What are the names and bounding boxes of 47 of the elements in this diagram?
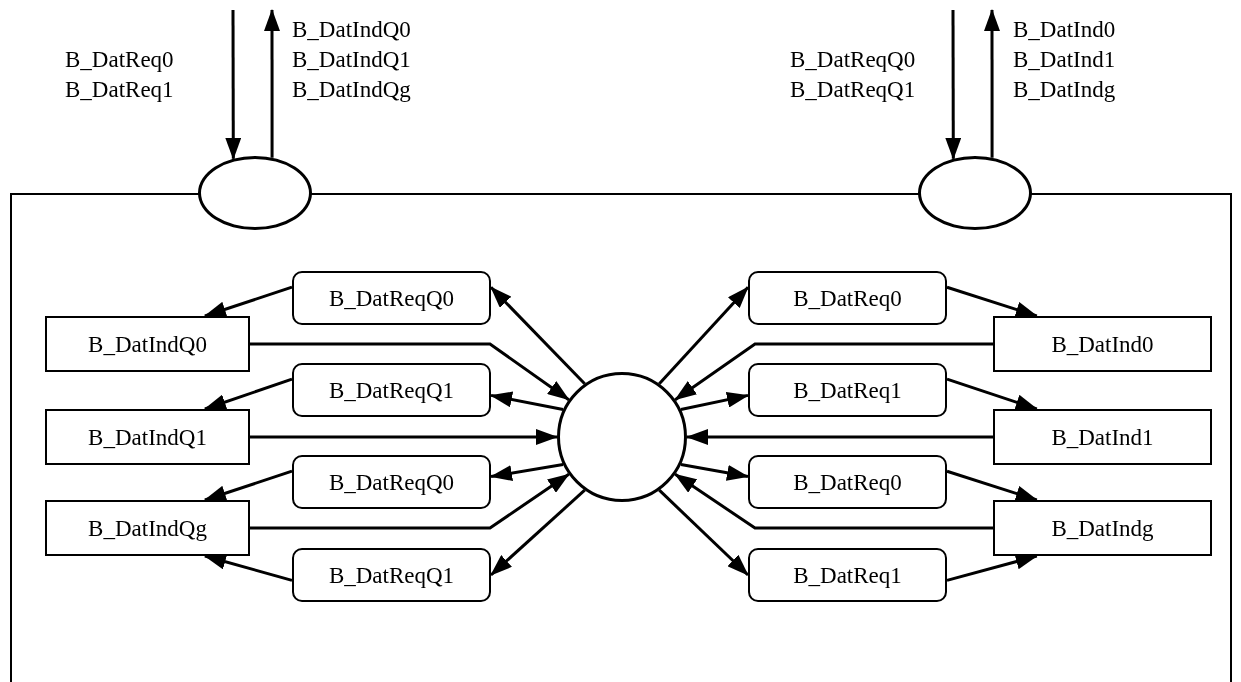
indication-box: B_DatIndQ1 bbox=[45, 409, 250, 465]
request-box: B_DatReq0 bbox=[748, 455, 947, 509]
indication-box: B_DatIndQ0 bbox=[45, 316, 250, 372]
indication-box: B_DatInd0 bbox=[993, 316, 1212, 372]
arrow bbox=[680, 463, 749, 481]
arrow bbox=[680, 391, 749, 411]
signal-name: B_DatInd1 bbox=[1013, 48, 1116, 71]
arrow bbox=[658, 489, 750, 577]
request-box: B_DatReq1 bbox=[748, 548, 947, 602]
request-box: B_DatReq1 bbox=[748, 363, 947, 417]
request-box: B_DatReqQ1 bbox=[292, 548, 491, 602]
arrow bbox=[264, 9, 280, 158]
arrow bbox=[203, 285, 293, 318]
signal-name: B_DatIndQ1 bbox=[292, 48, 411, 71]
system-boundary-box bbox=[10, 193, 1232, 682]
arrow bbox=[490, 391, 564, 411]
arrow bbox=[490, 489, 586, 577]
signal-name: B_DatReqQ0 bbox=[790, 48, 916, 71]
signal-name: B_DatReq1 bbox=[65, 78, 174, 101]
arrow bbox=[686, 429, 993, 445]
arrow bbox=[674, 342, 993, 401]
arrow bbox=[203, 469, 293, 502]
request-box: B_DatReq0 bbox=[748, 271, 947, 325]
signal-name: B_DatReq0 bbox=[65, 48, 174, 71]
indication-box: B_DatIndQg bbox=[45, 500, 250, 556]
indication-box: B_DatIndg bbox=[993, 500, 1212, 556]
arrow bbox=[984, 9, 1000, 158]
arrow bbox=[489, 286, 586, 385]
signal-name: B_DatReqQ1 bbox=[790, 78, 916, 101]
arrow bbox=[203, 377, 293, 411]
signal-name: B_DatIndQ0 bbox=[292, 18, 411, 41]
indication-box: B_DatInd1 bbox=[993, 409, 1212, 465]
arrow bbox=[250, 429, 558, 445]
arrow bbox=[490, 463, 564, 481]
signal-name: B_DatInd0 bbox=[1013, 18, 1116, 41]
signal-name: B_DatIndg bbox=[1013, 78, 1116, 101]
request-box: B_DatReqQ0 bbox=[292, 271, 491, 325]
arrow bbox=[946, 285, 1038, 318]
request-box: B_DatReqQ1 bbox=[292, 363, 491, 417]
signal-name: B_DatIndQg bbox=[292, 78, 411, 101]
arrow bbox=[946, 469, 1038, 502]
arrow bbox=[674, 473, 993, 530]
arrow bbox=[250, 473, 570, 530]
arrow bbox=[946, 377, 1038, 411]
arrow bbox=[658, 286, 750, 385]
arrow bbox=[250, 342, 570, 401]
request-box: B_DatReqQ0 bbox=[292, 455, 491, 509]
